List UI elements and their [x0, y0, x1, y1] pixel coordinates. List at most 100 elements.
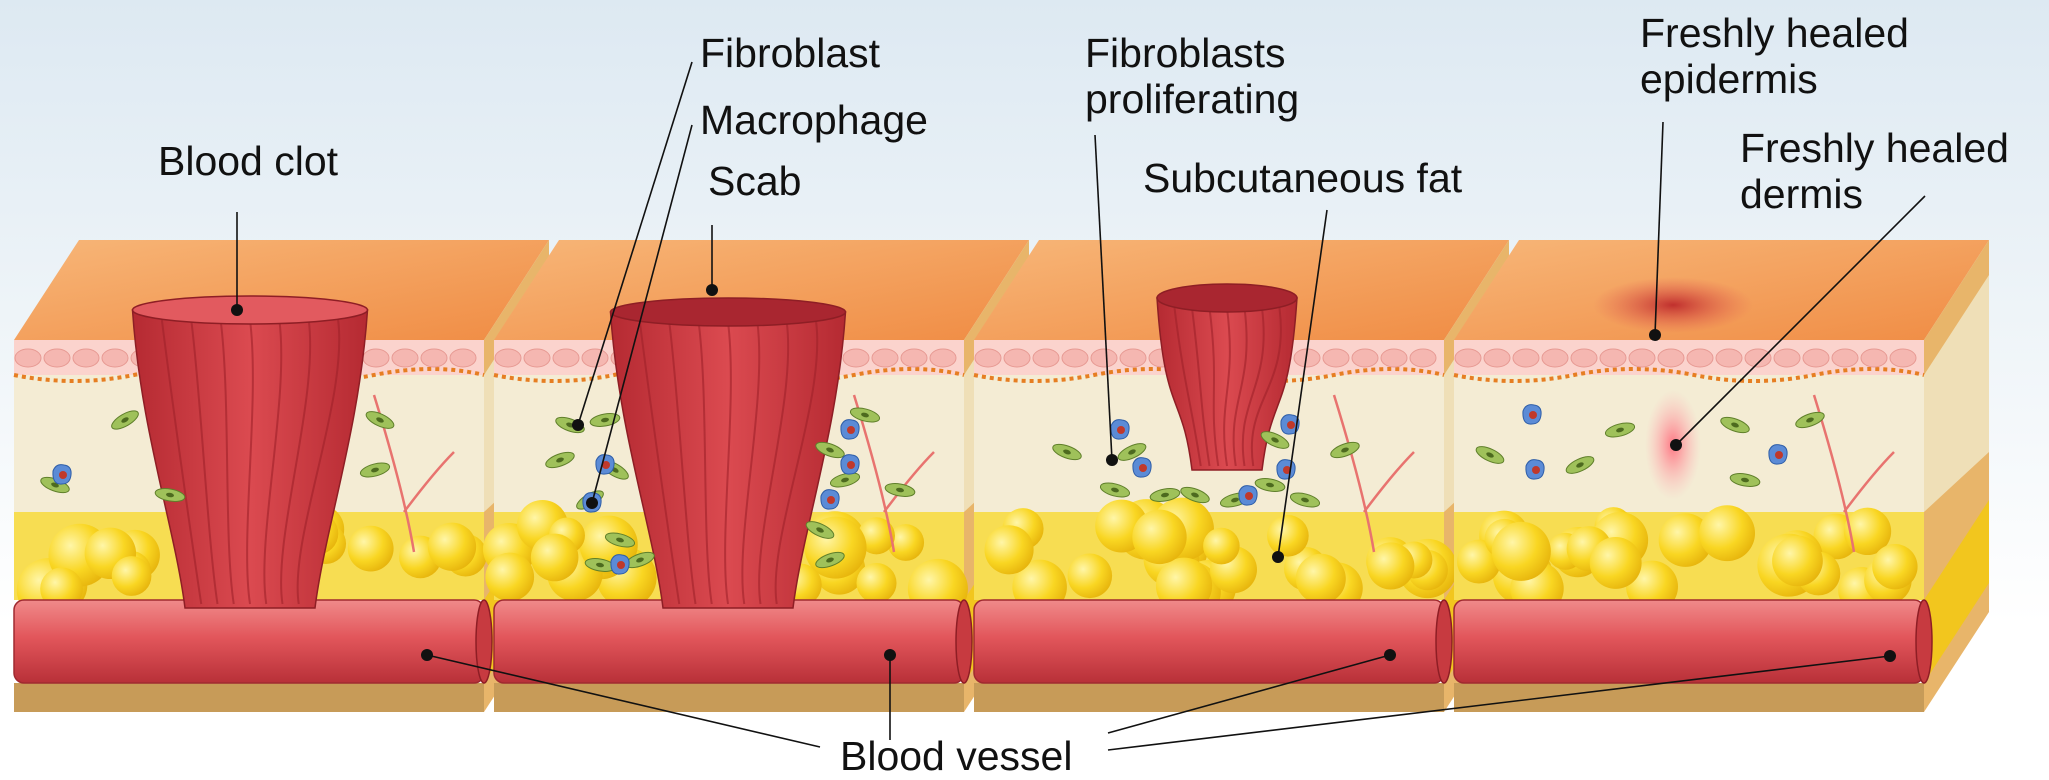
- epidermis-cell: [44, 349, 70, 367]
- epidermis-cell: [1323, 349, 1349, 367]
- blood-clot-pointer-dot: [231, 304, 243, 316]
- epidermis-cell: [1120, 349, 1146, 367]
- fat-cell: [531, 534, 579, 582]
- epidermis-cell: [1410, 349, 1436, 367]
- scab-pointer-dot: [706, 284, 718, 296]
- fat-cell: [1132, 510, 1186, 564]
- label-freshly-healed-epidermis: Freshly healed epidermis: [1640, 10, 1909, 102]
- fat-cell: [1203, 528, 1240, 565]
- macrophage-cell: [53, 465, 71, 484]
- epidermis-cell: [930, 349, 956, 367]
- epidermis-cell: [872, 349, 898, 367]
- macrophage-cell: [1523, 405, 1541, 424]
- epidermis-cell: [553, 349, 579, 367]
- fat-cell: [428, 523, 476, 571]
- label-freshly-healed-dermis: Freshly healed dermis: [1740, 125, 2009, 217]
- epidermis-cell: [975, 349, 1001, 367]
- macrophage-cell: [821, 490, 839, 509]
- blood-vessel: [974, 600, 1444, 683]
- macrophage-cell: [1769, 445, 1787, 464]
- epidermis-cell: [1803, 349, 1829, 367]
- macrophage-cell: [1111, 420, 1129, 439]
- blood-vessel-opening: [1916, 600, 1932, 683]
- fat-cell: [985, 525, 1034, 574]
- epidermis-cell: [1542, 349, 1568, 367]
- epidermis-cell: [1091, 349, 1117, 367]
- base-tissue: [1454, 683, 1924, 712]
- blood-vessel-opening: [476, 600, 492, 683]
- fat-cell: [1267, 515, 1309, 557]
- freshly-healed-epidermis-pointer-dot: [1649, 329, 1661, 341]
- macrophage-cell: [1526, 460, 1544, 479]
- epidermis-cell: [363, 349, 389, 367]
- fat-cell: [1590, 537, 1642, 589]
- epidermis-cell: [1890, 349, 1916, 367]
- blood-vessel: [1454, 600, 1924, 683]
- fat-cell: [348, 526, 394, 572]
- fat-cell: [1872, 544, 1917, 589]
- base-tissue: [14, 683, 484, 712]
- blood-vessel-pointer-4-dot: [1884, 650, 1896, 662]
- macrophage-cell: [841, 420, 859, 439]
- label-epidermis-line1: Freshly healed: [1640, 10, 1909, 56]
- epidermis-cell: [1004, 349, 1030, 367]
- epidermis-cell: [421, 349, 447, 367]
- epidermis-cell: [524, 349, 550, 367]
- skin-block-stage-3: [974, 240, 1509, 712]
- epidermis-cell: [1861, 349, 1887, 367]
- fat-cell: [1699, 505, 1755, 561]
- blood-vessel-opening: [1436, 600, 1452, 683]
- base-tissue: [974, 683, 1444, 712]
- label-fibroblasts-line1: Fibroblasts: [1085, 30, 1299, 76]
- macrophage-cell: [1277, 460, 1295, 479]
- epidermis-cell: [1352, 349, 1378, 367]
- epidermis-cell: [1062, 349, 1088, 367]
- blood-vessel-opening: [956, 600, 972, 683]
- subcutaneous-fat-pointer-dot: [1272, 551, 1284, 563]
- blood-vessel-pointer-2-dot: [884, 649, 896, 661]
- epidermis-cell: [1455, 349, 1481, 367]
- label-fibroblasts-proliferating: Fibroblasts proliferating: [1085, 30, 1299, 122]
- macrophage-cell: [596, 455, 614, 474]
- label-subcutaneous-fat: Subcutaneous fat: [1143, 155, 1462, 201]
- epidermis-cell: [1571, 349, 1597, 367]
- epidermis-cell: [392, 349, 418, 367]
- epidermis-cell: [102, 349, 128, 367]
- epidermis-cell: [450, 349, 476, 367]
- epidermis-cell: [1716, 349, 1742, 367]
- macrophage-cell: [1239, 486, 1257, 505]
- label-epidermis-line2: epidermis: [1640, 56, 1909, 102]
- skin-block-stage-2: [483, 240, 1029, 712]
- epidermis-cell: [73, 349, 99, 367]
- epidermis-cell: [843, 349, 869, 367]
- epidermis-cell: [582, 349, 608, 367]
- fat-cell: [1492, 522, 1551, 581]
- blood-vessel-pointer-3-dot: [1384, 649, 1396, 661]
- epidermis-cell: [1513, 349, 1539, 367]
- label-fibroblast: Fibroblast: [700, 30, 880, 76]
- blood-vessel-pointer-1-dot: [421, 649, 433, 661]
- skin-block-stage-4: [1454, 240, 1989, 712]
- macrophage-cell: [1133, 458, 1151, 477]
- epidermis-cell: [1033, 349, 1059, 367]
- macrophage-pointer-dot: [586, 497, 598, 509]
- label-dermis-line2: dermis: [1740, 171, 2009, 217]
- label-macrophage: Macrophage: [700, 97, 928, 143]
- epidermis-cell: [1629, 349, 1655, 367]
- label-fibroblasts-line2: proliferating: [1085, 76, 1299, 122]
- fat-cell: [1296, 554, 1346, 604]
- fat-cell: [1772, 536, 1823, 587]
- epidermis-cell: [1687, 349, 1713, 367]
- macrophage-cell: [611, 555, 629, 574]
- macrophage-cell: [841, 455, 859, 474]
- epidermis-cell: [1774, 349, 1800, 367]
- epidermis-cell: [901, 349, 927, 367]
- blood-vessel: [494, 600, 964, 683]
- epidermis-cell: [1381, 349, 1407, 367]
- label-dermis-line1: Freshly healed: [1740, 125, 2009, 171]
- epidermis-cell: [15, 349, 41, 367]
- label-scab: Scab: [708, 158, 801, 204]
- fat-cell: [485, 553, 534, 602]
- label-blood-clot: Blood clot: [158, 138, 338, 184]
